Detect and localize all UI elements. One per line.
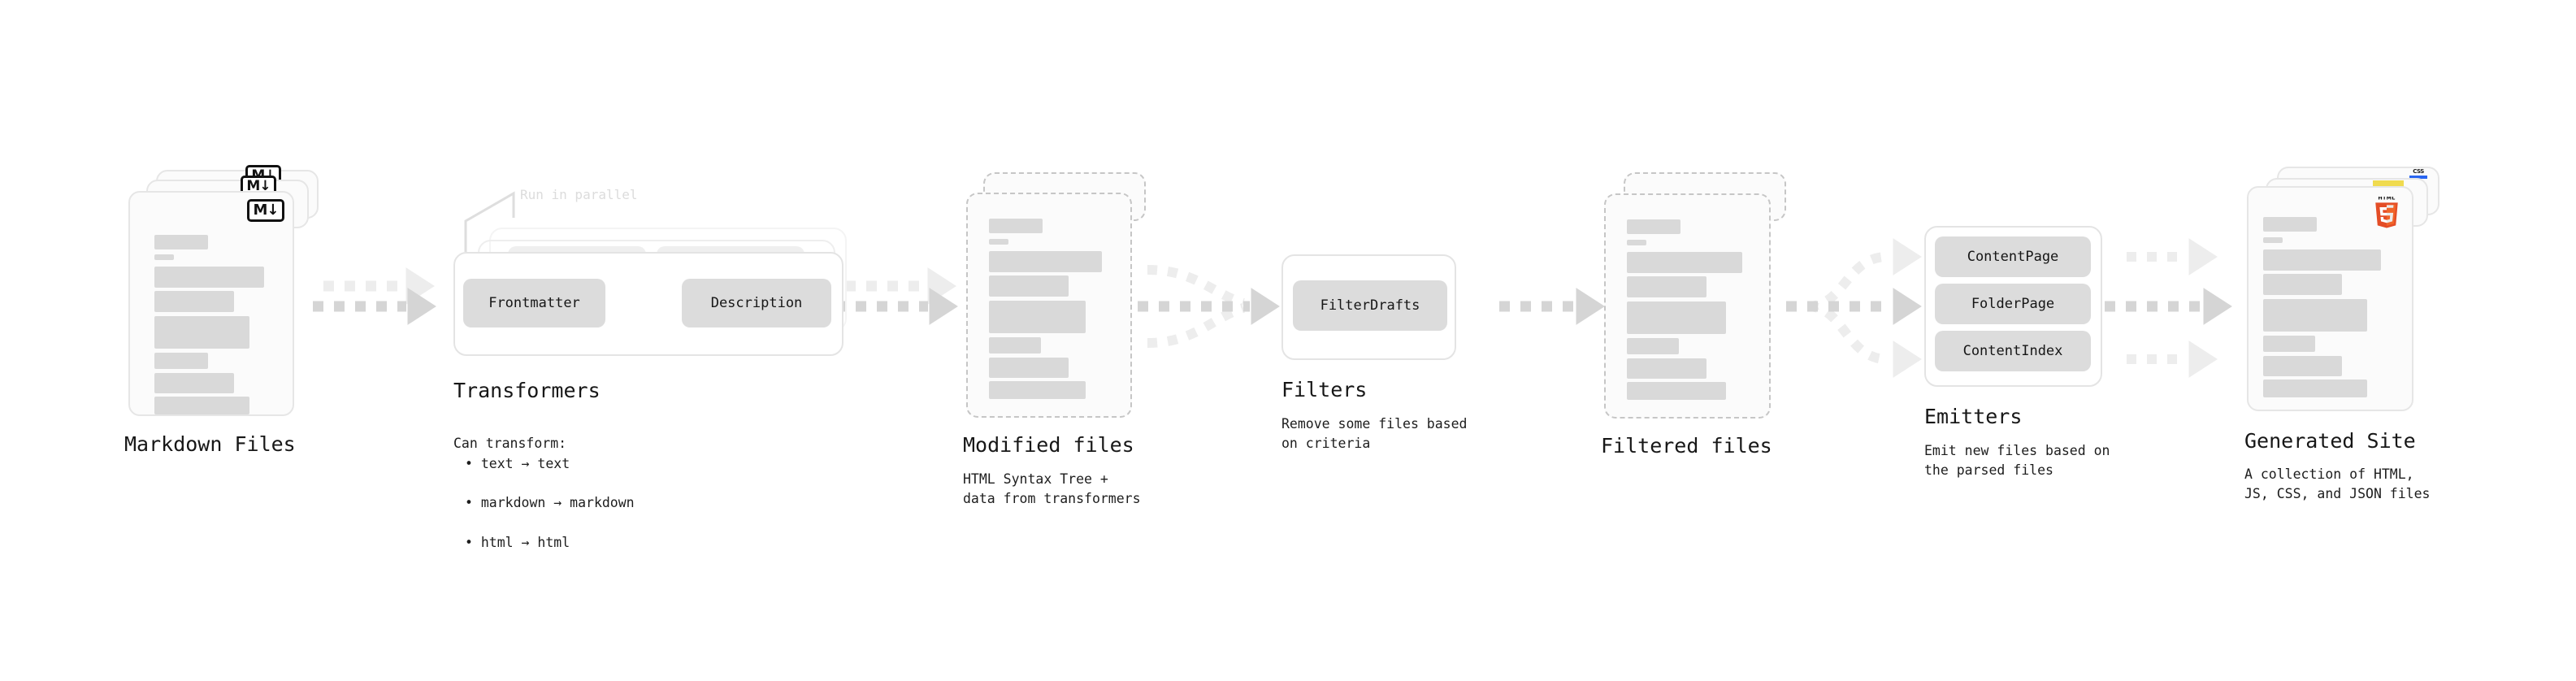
transformers-desc-intro: Can transform: [453,436,567,452]
modified-card-front [966,193,1132,418]
stage-desc-modified-files: HTML Syntax Tree + data from transformer… [963,471,1141,507]
stage-title-filters: Filters [1281,378,1368,401]
skeleton-bar [2263,274,2342,295]
skeleton-bar [2263,336,2315,352]
stage-desc-generated-site: A collection of HTML, JS, CSS, and JSON … [2244,466,2431,502]
skeleton-bar [2263,356,2342,376]
transformer-node-description[interactable]: Description [682,279,831,327]
stage-title-filtered-files: Filtered files [1601,434,1772,458]
transformers-bullet-2: • html → html [465,534,570,550]
skeleton-bar [1627,301,1726,334]
skeleton-bar [154,235,208,249]
stage-title-markdown-files: Markdown Files [124,432,296,456]
markdown-badge: M↓ [247,199,284,222]
skeleton-bar [2263,217,2317,232]
skeleton-bar [1627,276,1706,297]
run-in-parallel-label: Run in parallel [520,187,638,202]
skeleton-bar [154,373,234,393]
css-badge-bar [2409,176,2427,179]
svg-text:HTML: HTML [2378,197,2395,202]
transformer-node-frontmatter[interactable]: Frontmatter [463,279,605,327]
skeleton-bar [154,254,174,260]
html5-shield-icon: HTML [2375,195,2398,228]
stage-title-modified-files: Modified files [963,433,1134,457]
skeleton-bar [989,251,1102,272]
stage-desc-filters: Remove some files based on criteria [1281,416,1468,452]
transformers-bullet-0: • text → text [465,455,570,471]
skeleton-bar [2263,380,2367,397]
skeleton-bar [154,267,264,288]
stage-desc-transformers: Can transform: • text → text • markdown … [453,414,635,572]
skeleton-bar [2263,299,2367,332]
filter-node-filterdrafts[interactable]: FilterDrafts [1293,280,1447,331]
skeleton-bar [154,316,249,349]
emitter-node-contentpage[interactable]: ContentPage [1935,236,2091,277]
skeleton-bar [1627,382,1726,400]
markdown-card-front: M↓ [128,191,294,416]
stage-title-transformers: Transformers [453,379,601,402]
skeleton-bar [154,291,234,312]
emitter-node-folderpage[interactable]: FolderPage [1935,284,2091,324]
skeleton-bar [989,381,1086,399]
skeleton-bar [989,358,1069,378]
skeleton-bar [989,301,1086,333]
css-badge-label: CSS [2413,168,2424,175]
skeleton-bar [2263,237,2283,243]
skeleton-bar [989,239,1008,245]
site-card-front: HTML [2247,186,2413,411]
transformers-bullet-1: • markdown → markdown [465,495,635,510]
skeleton-bar [154,397,249,414]
skeleton-bar [989,275,1069,297]
stage-title-emitters: Emitters [1924,405,2023,428]
css-badge: CSS [2409,169,2427,182]
skeleton-bar [1627,240,1646,245]
skeleton-bar [1627,219,1680,234]
filtered-card-front [1604,193,1771,419]
skeleton-bar [1627,338,1679,354]
skeleton-bar [1627,252,1742,273]
skeleton-bar [989,337,1041,354]
skeleton-bar [2263,249,2381,271]
emitter-node-contentindex[interactable]: ContentIndex [1935,331,2091,371]
stage-desc-emitters: Emit new files based on the parsed files [1924,443,2110,479]
skeleton-bar [989,219,1043,233]
skeleton-bar [1627,358,1706,379]
html5-badge: HTML [2371,195,2402,231]
stage-title-generated-site: Generated Site [2244,429,2416,453]
skeleton-bar [154,353,208,369]
